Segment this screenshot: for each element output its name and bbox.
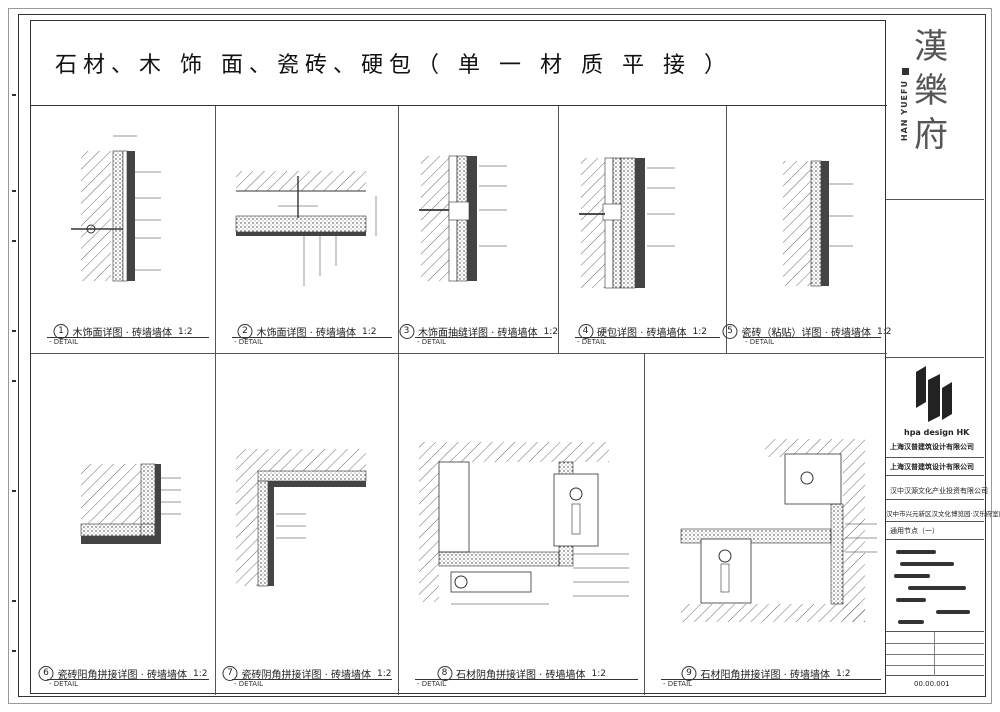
- detail-sub: - DETAIL: [577, 338, 607, 346]
- brand-square-icon: [902, 68, 909, 75]
- signature-box: [886, 540, 984, 632]
- project-name: 汉中市兴元新区汉文化博览园·汉乐府室内设计: [886, 510, 1000, 518]
- brand-logo-box: 漢 樂 府 HAN YUEFU: [886, 20, 984, 200]
- brand-char-3: 府: [914, 115, 948, 155]
- firm-box: 上海汉普建筑设计有限公司: [886, 458, 984, 476]
- detail-sub: - DETAIL: [745, 338, 775, 346]
- detail-number: 4: [577, 324, 593, 339]
- detail-9-drawing: [680, 439, 877, 622]
- drawing-number-box: 00.00.001: [886, 676, 984, 694]
- detail-scale: 1:2: [362, 326, 377, 337]
- detail-number: 7: [222, 666, 238, 681]
- title-divider: [31, 105, 887, 106]
- drawing-title-box: 通用节点（一）: [886, 522, 984, 540]
- detail-sub: - DETAIL: [663, 680, 693, 688]
- sheet-title: 石材、木 饰 面、瓷砖、硬包（ 单 一 材 质 平 接 ）: [55, 53, 732, 78]
- detail-sub: - DETAIL: [49, 680, 79, 688]
- detail-5-drawing: [783, 160, 853, 287]
- detail-7-drawing: [236, 449, 367, 587]
- detail-8-drawing: [419, 442, 629, 605]
- detail-3-drawing: [419, 155, 507, 282]
- spacer-box: [886, 200, 984, 358]
- detail-2-drawing: [235, 171, 377, 286]
- brand-char-2: 樂: [914, 71, 948, 111]
- detail-title: 木饰面详图 · 砖墙墙体: [72, 328, 173, 339]
- client-name: 汉中汉源文化产业投资有限公司: [890, 487, 988, 495]
- detail-title: 木饰面详图 · 砖墙墙体: [256, 328, 357, 339]
- drawing-number: 00.00.001: [914, 680, 950, 688]
- project-box: 汉中市兴元新区汉文化博览园·汉乐府室内设计: [886, 500, 1000, 522]
- detail-4-drawing: [579, 157, 675, 289]
- detail-sub: - DETAIL: [234, 680, 264, 688]
- detail-sub: - DETAIL: [417, 338, 447, 346]
- detail-scale: 1:2: [591, 668, 607, 679]
- detail-number: 5: [722, 324, 738, 339]
- detail-scale: 1:2: [543, 326, 559, 337]
- detail-scale: 1:2: [836, 668, 851, 679]
- detail-scale: 1:2: [178, 326, 193, 337]
- detail-title: 石材阳角拼接详图 · 砖墙墙体: [700, 670, 831, 681]
- detail-scale: 1:2: [877, 326, 892, 337]
- designer-brand: hpa design HK: [904, 428, 970, 437]
- detail-sub: - DETAIL: [417, 680, 447, 688]
- firm-name-2: 上海汉普建筑设计有限公司: [890, 463, 974, 471]
- client-box: 汉中汉源文化产业投资有限公司: [886, 476, 988, 500]
- detail-scale: 1:2: [692, 326, 708, 337]
- detail-number: 6: [38, 666, 54, 681]
- detail-title: 瓷砖阴角拼接详图 · 砖墙墙体: [241, 670, 372, 681]
- detail-number: 8: [436, 666, 452, 681]
- hpa-logo-icon: [916, 366, 952, 422]
- detail-number: 3: [398, 324, 414, 339]
- revision-box: [886, 632, 984, 676]
- detail-number: 9: [681, 666, 697, 681]
- title-block: 漢 樂 府 HAN YUEFU hpa design HK 上海汉普建筑设计有限…: [886, 20, 1000, 694]
- drawing-area: 石材、木 饰 面、瓷砖、硬包（ 单 一 材 质 平 接 ）: [30, 20, 892, 695]
- drawing-title: 通用节点（一）: [890, 527, 939, 535]
- detail-1-drawing: [71, 135, 161, 282]
- detail-number: 1: [53, 324, 69, 339]
- detail-6-drawing: [80, 463, 181, 544]
- detail-title: 木饰面抽缝详图 · 砖墙墙体: [417, 328, 538, 339]
- detail-sub: - DETAIL: [49, 338, 79, 346]
- left-margin-ticks: [10, 60, 18, 660]
- detail-number: 2: [237, 324, 253, 339]
- detail-scale: 1:2: [377, 668, 392, 679]
- brand-english: HAN YUEFU: [900, 80, 909, 142]
- brand-char-1: 漢: [914, 27, 948, 67]
- detail-title: 硬包详图 · 砖墙墙体: [596, 328, 687, 339]
- detail-sub: - DETAIL: [234, 338, 264, 346]
- detail-title: 瓷砖（粘贴）详图 · 砖墙墙体: [741, 328, 872, 339]
- sheet-outer-frame: [8, 8, 992, 704]
- detail-scale: 1:2: [193, 668, 208, 679]
- designer-logo-box: hpa design HK 上海汉普建筑设计有限公司: [886, 358, 984, 458]
- firm-name-1: 上海汉普建筑设计有限公司: [890, 443, 974, 451]
- detail-title: 瓷砖阳角拼接详图 · 砖墙墙体: [57, 670, 188, 681]
- detail-title: 石材阴角拼接详图 · 砖墙墙体: [455, 670, 586, 681]
